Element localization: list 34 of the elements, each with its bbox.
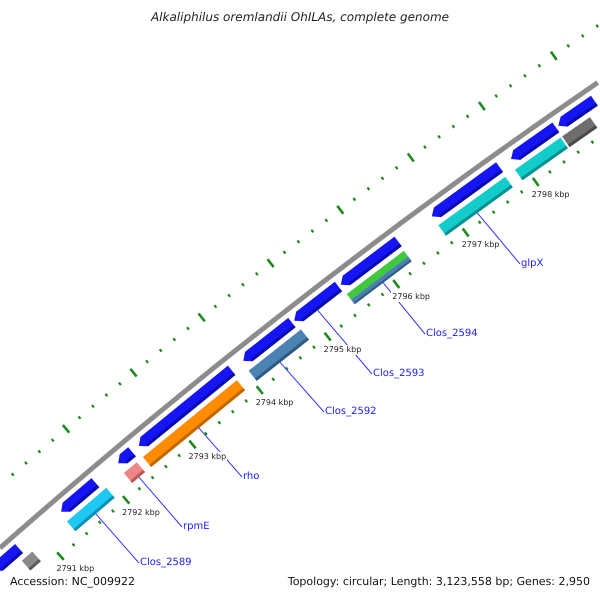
gene-bar — [61, 478, 100, 512]
gene-bar — [138, 366, 236, 446]
gene-label: Clos_2589 — [140, 557, 192, 569]
gene-bar — [124, 462, 146, 483]
gene-bar — [340, 236, 402, 286]
leader-line — [476, 212, 520, 264]
scale-label: 2797 kbp — [460, 240, 500, 250]
leader-line — [95, 513, 140, 564]
leader-line — [138, 476, 182, 528]
scale-label: 2792 kbp — [121, 508, 161, 518]
title: Alkaliphilus oremlandii OhILAs, complete genome — [150, 10, 450, 24]
gene-bar — [243, 318, 296, 362]
scale-label: 2791 kbp — [55, 564, 96, 574]
gene-bar — [432, 162, 504, 218]
scale-label: 2798 kbp — [530, 190, 570, 200]
gene-bar — [294, 282, 342, 322]
scale-label: 2796 kbp — [391, 292, 431, 302]
gene-bar — [0, 544, 23, 571]
scale-label: 2795 kbp — [322, 344, 362, 355]
leader-line — [280, 362, 324, 412]
gene-label: glpX — [521, 258, 544, 270]
gene-label: Clos_2594 — [426, 328, 478, 340]
scale-label: 2793 kbp — [188, 452, 228, 462]
gene-label: Clos_2593 — [373, 368, 425, 380]
gene-bar — [118, 447, 136, 464]
gene-bar — [22, 552, 41, 570]
footer-text: Accession: NC_009922 — [10, 575, 136, 588]
gene-bar — [511, 122, 560, 160]
gene-label: Clos_2592 — [325, 406, 377, 418]
gene-label: rpmE — [183, 521, 210, 533]
gene-bar — [558, 96, 598, 127]
gene-label: rho — [243, 471, 260, 483]
footer-text: Topology: circular; Length: 3,123,558 bp; Genes: 2,950 — [288, 575, 590, 588]
scale-label: 2794 kbp — [254, 398, 294, 408]
